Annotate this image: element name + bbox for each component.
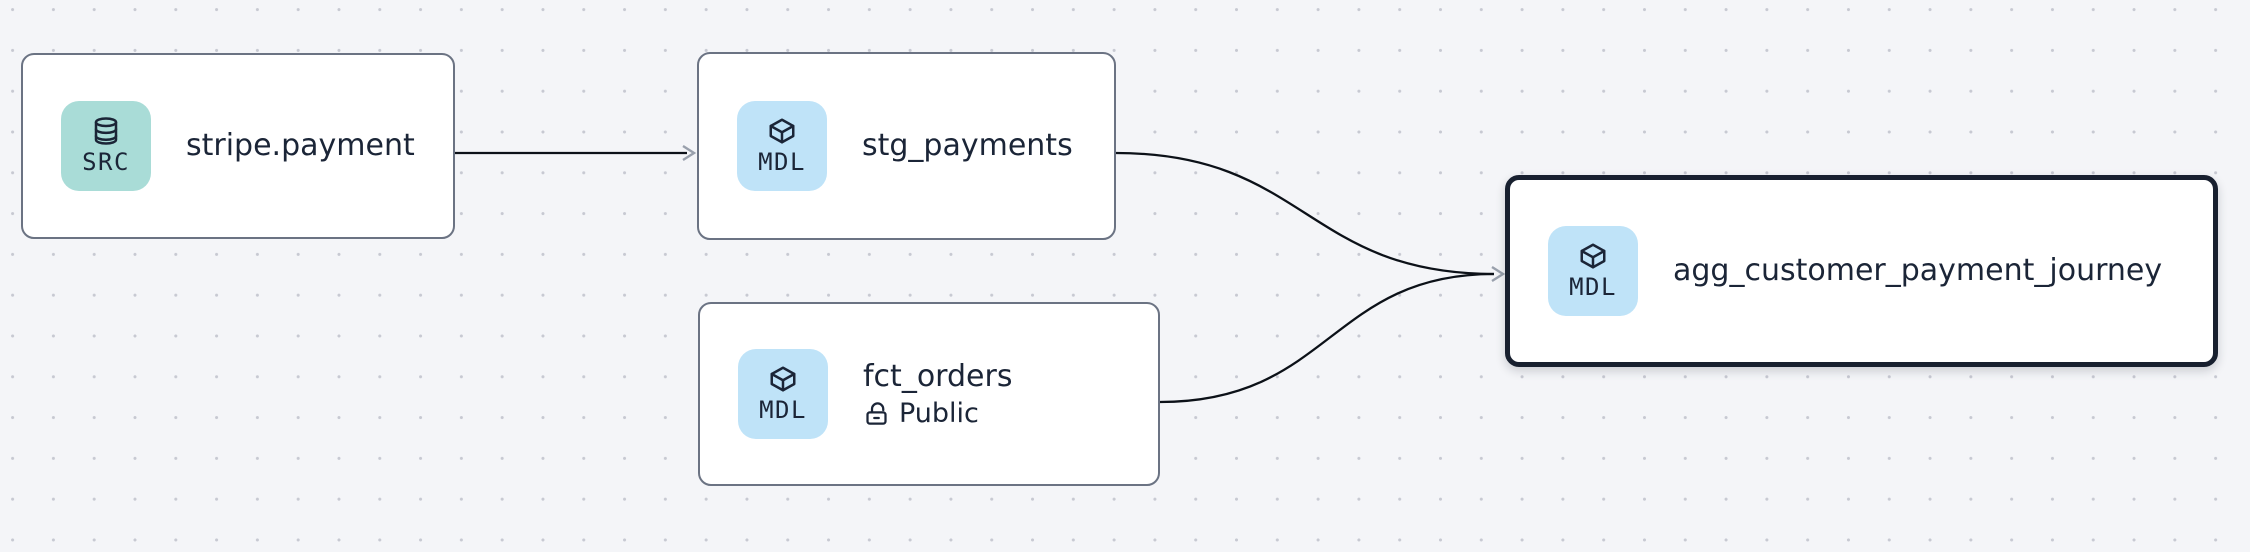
badge-label: MDL (758, 148, 806, 177)
badge-label: MDL (1569, 273, 1617, 302)
node-stripe-payment[interactable]: SRC stripe.payment (21, 53, 455, 239)
badge-label: MDL (759, 396, 807, 425)
cube-icon (1580, 243, 1606, 269)
badge-label: SRC (82, 148, 130, 177)
cube-icon (769, 118, 795, 144)
database-icon (94, 117, 118, 146)
edge-fct-orders-to-agg-customer-payment-journey (1159, 272, 1495, 404)
node-title: fct_orders (863, 359, 1013, 394)
edge-stg-payments-to-agg-customer-payment-journey (1115, 151, 1495, 276)
model-badge: MDL (738, 349, 828, 439)
arrowhead-icon (682, 144, 697, 162)
arrowhead-icon (1491, 265, 1506, 283)
access-row: Public (863, 398, 1012, 429)
access-label: Public (899, 398, 979, 429)
node-title: agg_customer_payment_journey (1673, 253, 2163, 288)
node-stg-payments[interactable]: MDL stg_payments (697, 52, 1116, 240)
node-title: stg_payments (862, 128, 1073, 163)
unlock-icon (866, 402, 887, 425)
cube-icon (770, 366, 796, 392)
model-badge: MDL (1548, 226, 1638, 316)
source-badge: SRC (61, 101, 151, 191)
node-agg-customer-payment-journey[interactable]: MDL agg_customer_payment_journey (1505, 175, 2218, 367)
node-title: stripe.payment (186, 128, 415, 163)
model-badge: MDL (737, 101, 827, 191)
node-fct-orders[interactable]: MDL fct_orders Public (698, 302, 1160, 486)
